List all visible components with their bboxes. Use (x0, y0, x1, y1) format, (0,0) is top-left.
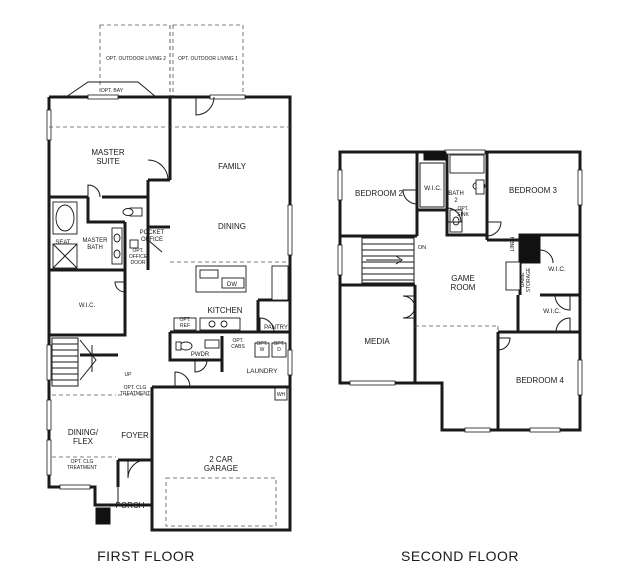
label-up: UP (125, 372, 133, 378)
label-seat: SEAT (55, 240, 71, 246)
second-floor-windows (337, 149, 583, 433)
label-opt-outdoor-living-1: OPT. OUTDOOR LIVING 1 (178, 56, 238, 62)
label-opt-clg-treatment-upper-1: OPT. CLG (124, 385, 147, 391)
label-pocket-office-1: POCKET (140, 230, 165, 236)
label-pwdr: PWDR (191, 352, 210, 358)
second-floor-stairs (361, 237, 415, 284)
label-opt-sink-2: SINK (457, 212, 469, 218)
label-bath-2-2: 2 (454, 198, 458, 204)
label-dining: DINING (218, 222, 246, 231)
label-opt-ref-1: OPT. (179, 317, 190, 323)
label-pantry: PANTRY (264, 325, 288, 331)
label-opt-d-2: D (277, 347, 281, 353)
second-floor-labels: BEDROOM 2 W.I.C. BATH 2 OPT. SINK BEDROO… (355, 185, 566, 385)
label-wic-4: W.I.C. (543, 308, 561, 315)
first-floor-interior-walls (49, 97, 290, 487)
label-bedroom-2: BEDROOM 2 (355, 189, 404, 198)
label-master-suite-2: SUITE (96, 157, 120, 166)
first-floor-dashed-lines (49, 126, 290, 527)
second-floor-plan: BEDROOM 2 W.I.C. BATH 2 OPT. SINK BEDROO… (337, 149, 583, 433)
label-opt-bay: OPT. BAY (101, 88, 124, 94)
label-opt-cabs-2: CABS (231, 344, 245, 350)
label-opt-office-door-2: OFFICE (129, 254, 148, 260)
label-wic-3: W.I.C. (548, 266, 566, 273)
label-game-storage-1: GAME (520, 272, 526, 287)
label-dining-flex-2: FLEX (73, 437, 94, 446)
second-floor-dashed-lines (415, 325, 499, 332)
label-garage-2: GARAGE (204, 464, 238, 473)
label-wic-first: W.I.C. (79, 303, 96, 309)
dark-closet-linen (519, 234, 541, 264)
first-floor-caption: FIRST FLOOR (97, 548, 195, 564)
dark-closet-top (423, 151, 447, 161)
label-opt-clg-treatment-upper-2: TREATMENT (120, 391, 150, 397)
label-dw: DW (227, 282, 237, 288)
label-foyer: FOYER (121, 431, 149, 440)
water-heater (274, 387, 288, 401)
label-opt-office-door-3: DOOR (131, 260, 146, 266)
label-opt-d-1: OPT. (273, 341, 284, 347)
label-garage-1: 2 CAR (209, 455, 233, 464)
label-laundry: LAUNDRY (247, 368, 279, 375)
porch-column (95, 507, 111, 525)
label-opt-clg-treatment-lower-2: TREATMENT (67, 465, 97, 471)
label-family: FAMILY (218, 162, 247, 171)
label-master-suite-1: MASTER (91, 148, 125, 157)
label-kitchen: KITCHEN (207, 306, 242, 315)
first-floor-windows (46, 94, 293, 490)
label-opt-w-2: W (260, 347, 265, 353)
label-media: MEDIA (364, 337, 390, 346)
label-linen: LINEN (510, 236, 516, 251)
label-porch: PORCH (116, 501, 145, 510)
first-floor-labels: OPT. OUTDOOR LIVING 2 OPT. OUTDOOR LIVIN… (55, 56, 288, 510)
second-floor-caption: SECOND FLOOR (401, 548, 519, 564)
first-floor-doors (87, 96, 275, 479)
label-bedroom-3: BEDROOM 3 (509, 186, 558, 195)
first-floor-plan: OPT. OUTDOOR LIVING 2 OPT. OUTDOOR LIVIN… (46, 24, 293, 532)
first-floor-stairs (51, 337, 97, 387)
label-opt-sink-1: OPT. (457, 206, 468, 212)
label-on: ON (418, 245, 426, 251)
label-bedroom-4: BEDROOM 4 (516, 376, 565, 385)
label-game-storage-2: STORAGE (526, 267, 532, 292)
first-floor-fixtures (51, 201, 289, 525)
label-opt-cabs-1: OPT. (232, 338, 243, 344)
second-floor-doors (402, 189, 571, 351)
label-opt-office-door-1: OPT. (132, 248, 143, 254)
bath-2-tub (449, 154, 485, 174)
label-dining-flex-1: DINING/ (68, 428, 99, 437)
label-master-bath-1: MASTER (82, 238, 108, 244)
label-game-room-2: ROOM (451, 283, 476, 292)
label-bath-2-1: BATH (448, 191, 464, 197)
label-wic-2: W.I.C. (424, 185, 442, 192)
label-pocket-office-2: OFFICE (141, 237, 163, 243)
second-floor-exterior-walls (338, 150, 582, 432)
label-opt-ref-2: REF (180, 323, 190, 329)
label-game-room-1: GAME (451, 274, 475, 283)
label-wh: WH (277, 392, 286, 398)
label-opt-outdoor-living-2: OPT. OUTDOOR LIVING 2 (106, 56, 166, 62)
second-floor-fixtures (361, 151, 541, 291)
label-opt-clg-treatment-lower-1: OPT. CLG (71, 459, 94, 465)
label-master-bath-2: BATH (87, 245, 103, 251)
label-opt-w-1: OPT. (256, 341, 267, 347)
